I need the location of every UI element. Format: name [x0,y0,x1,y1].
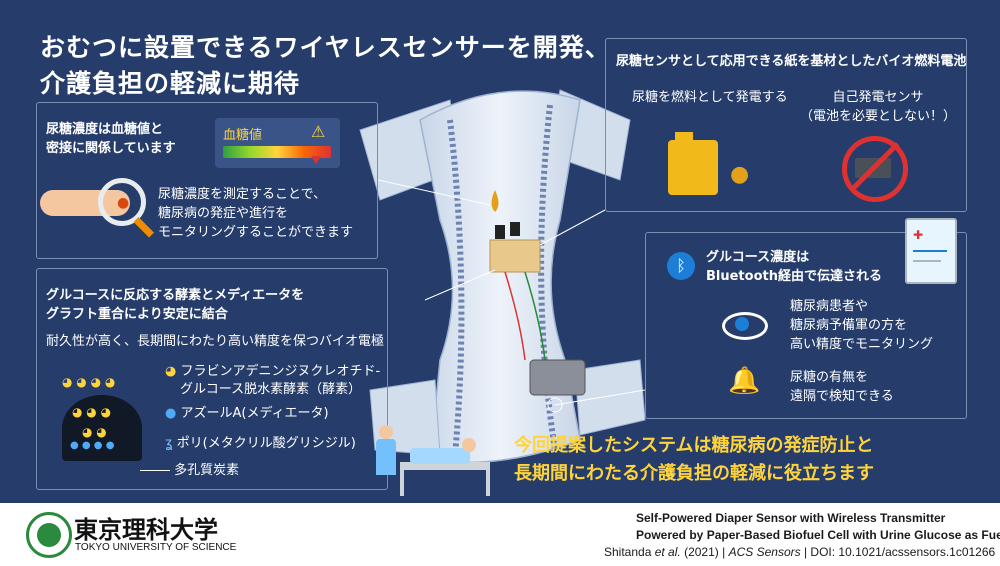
enzyme-heading: グルコースに反応する酵素とメディエータを グラフト重合により安定に結合 [46,288,305,322]
fuel-can-icon [668,140,718,195]
fuelcell-item1: 尿糖を燃料として発電する [632,90,788,105]
glucose-heading: 尿糖濃度は血糖値と 密接に関係しています [46,122,176,156]
university-name-jp: 東京理科大学 [74,515,218,544]
nurse-illustration [376,425,396,497]
conclusion: 今回提案したシステムは糖尿病の発症防止と 長期間にわたる介護負担の軽減に役立ちま… [514,435,874,484]
panel-fuelcell [605,38,967,212]
university-seal [26,512,72,558]
paper-title: Self-Powered Diaper Sensor with Wireless… [636,511,1000,542]
bluetooth-heading: グルコース濃度は Bluetooth経由で伝達される [706,250,882,284]
fuelcell-heading: 尿糖センサとして応用できる紙を基材としたバイオ燃料電池 [616,54,967,69]
eye-icon [722,312,768,340]
infographic-poster: おむつに設置できるワイヤレスセンサーを開発、 介護負担の軽減に期待 [0,0,1000,503]
clipboard-icon: ✚ [905,218,957,284]
glucose-body: 尿糖濃度を測定することで、 糖尿病の発症や進行を モニタリングすることができます [158,187,354,240]
diaper-illustration [359,89,646,464]
no-battery-icon [842,136,908,202]
fuelcell-item2: 自己発電センサ （電池を必要としない！） [800,90,957,124]
university-name-en: TOKYO UNIVERSITY OF SCIENCE [75,542,237,553]
patient-bed-illustration [400,420,492,498]
title-line2: 介護負担の軽減に期待 [40,69,301,98]
legend-carbon: 多孔質炭素 [140,461,239,480]
connector-lines [377,179,646,406]
page-title: おむつに設置できるワイヤレスセンサーを開発、 介護負担の軽減に期待 [40,30,611,102]
warning-icon: ⚠ [311,122,326,141]
bluetooth-icon: ᛒ [667,252,695,280]
blood-glucose-meter: 血糖値 ⚠ [215,118,340,168]
doi-link[interactable]: DOI: 10.1021/acssensors.1c01266 [810,545,996,559]
title-line1: おむつに設置できるワイヤレスセンサーを開発、 [40,33,611,62]
bell-icon: 🔔 [728,366,761,396]
citation: Shitanda et al. (2021) | ACS Sensors | D… [604,545,996,559]
panel-enzyme [36,268,388,490]
meter-label: 血糖値 [223,128,263,143]
legend-polymer: ʓ ポリ(メタクリル酸グリシジル) [165,436,356,451]
enzyme-subheading: 耐久性が高く、長期間にわたり高い精度を保つバイオ電極 [46,334,385,349]
magnifier-icon [98,178,146,226]
panel-bluetooth [645,232,967,419]
drop-icon: ● [117,195,130,211]
legend-mediator: ● アズールA(メディエータ) [165,406,329,421]
legend-enzyme: ◕ フラビンアデニンジヌクレオチド- [165,364,381,379]
bluetooth-item2: 尿糖の有無を 遠隔で検知できる [790,370,894,404]
panel-glucose-blood [36,102,378,259]
fuel-drop-icon: ● [730,162,750,187]
legend-enzyme-line2: グルコース脱水素酵素（酵素） [180,382,362,397]
bluetooth-item1: 糖尿病患者や 糖尿病予備軍の方を 高い精度でモニタリング [790,299,934,352]
porous-carbon-diagram: ◕ ◕ ◕ ◕ ◕ ● ● ● ● [62,395,142,461]
